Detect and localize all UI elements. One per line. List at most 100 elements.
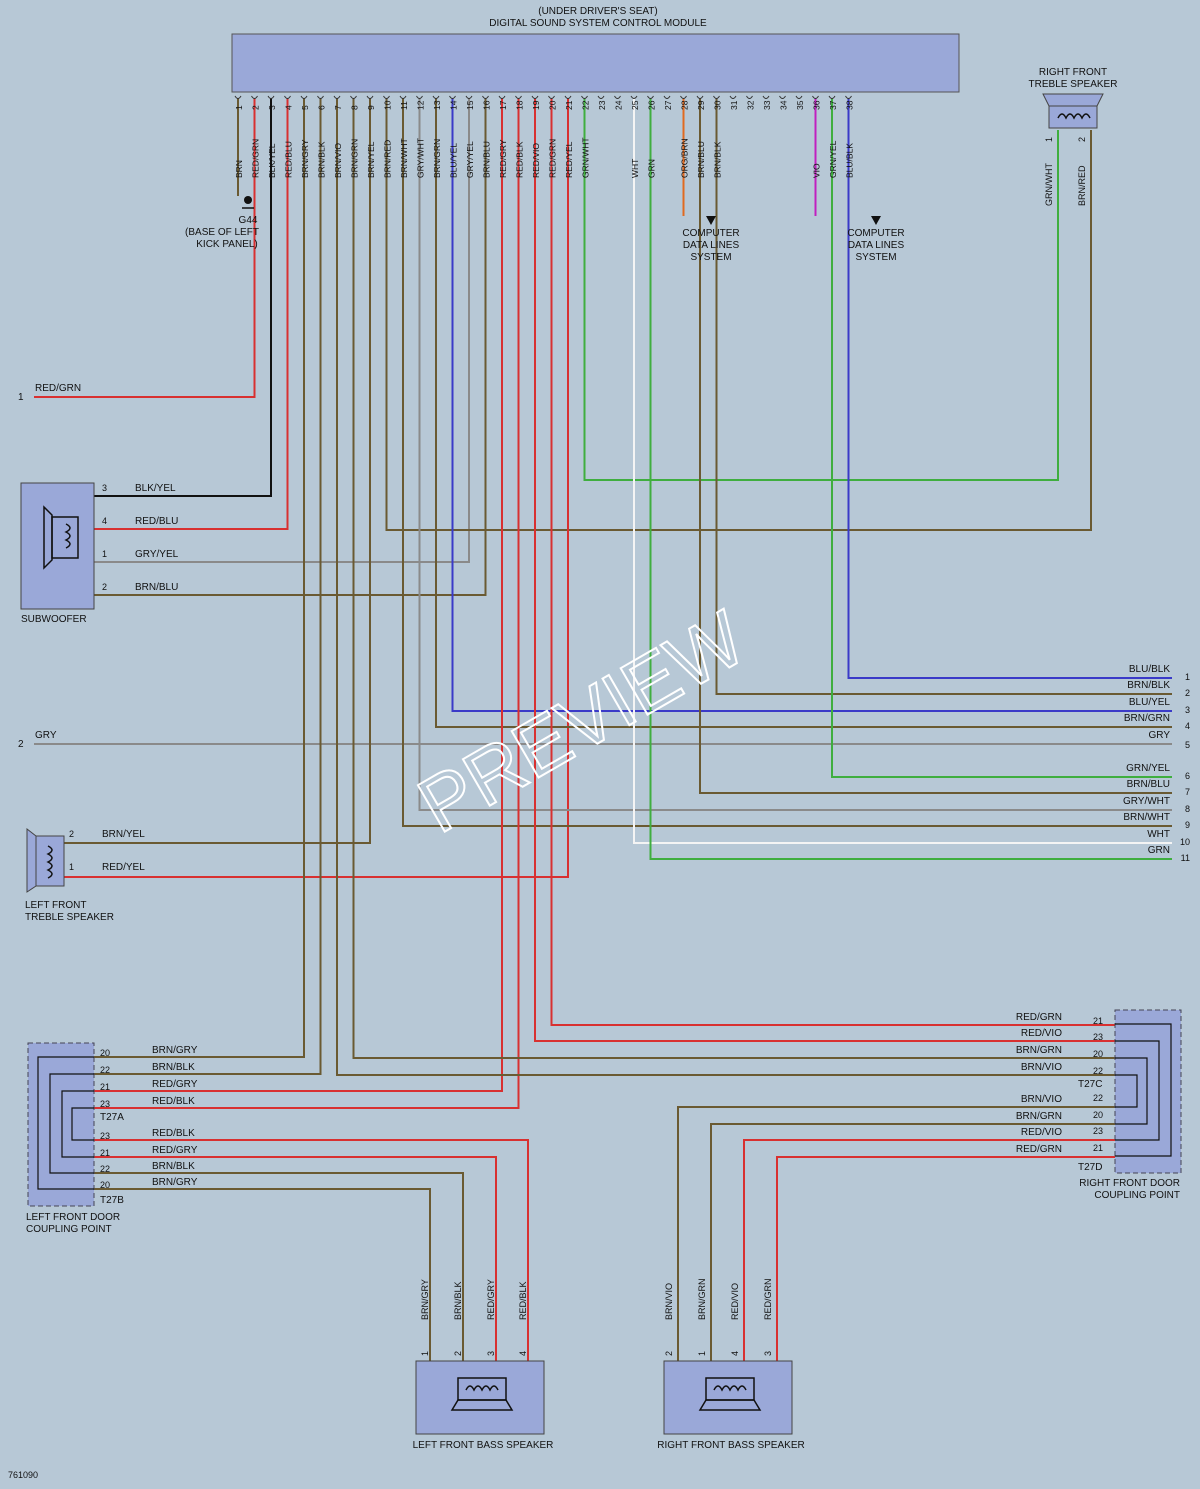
right-treble-wire-2: BRN/RED: [1077, 165, 1087, 206]
left-door-a-pin: 22: [100, 1065, 110, 1075]
module-pin-wire: BRN/BLK: [713, 141, 723, 178]
module-pin-number: 10: [383, 100, 393, 110]
module-pin-number: 32: [746, 100, 756, 110]
pin-terminal-icon: [696, 95, 704, 99]
sub-wire-2: BRN/BLU: [135, 582, 178, 593]
right-conn-pin: 6: [1185, 771, 1190, 781]
right-bass-pin: 3: [763, 1351, 773, 1356]
speaker-coil-icon: [713, 1385, 747, 1392]
wire-to-left-bass: [94, 1172, 464, 1361]
left-door-a-pin: 20: [100, 1048, 110, 1058]
right-conn-wire: GRY: [1149, 730, 1171, 741]
module-pin-wire: RED/GRY: [498, 139, 508, 178]
right-conn-pin: 3: [1185, 705, 1190, 715]
module-pin-number: 33: [762, 100, 772, 110]
right-door-pin-labels: 21RED/GRN23RED/VIO20BRN/GRN22BRN/VIO22BR…: [1016, 1012, 1103, 1155]
data-lines-2b: DATA LINES: [848, 240, 905, 251]
right-conn-pin: 2: [1185, 688, 1190, 698]
arrow-down-icon: [706, 216, 716, 225]
right-conn-wire: BRN/BLK: [1127, 680, 1170, 691]
module-pin-number: 25: [630, 100, 640, 110]
right-bass-wire: RED/GRN: [763, 1278, 773, 1320]
wire-to-right-door: [550, 98, 1115, 1026]
right-conn-wire: WHT: [1147, 829, 1170, 840]
module-pin-wire: BRN/BLK: [317, 141, 327, 178]
arrow-down-icon: [871, 216, 881, 225]
module-pin-number: 22: [581, 100, 591, 110]
left-treble-pin-1: 1: [69, 862, 74, 872]
right-bass-name: RIGHT FRONT BASS SPEAKER: [657, 1440, 804, 1451]
right-door-conn-d: T27D: [1078, 1162, 1102, 1173]
pin-terminal-icon: [300, 95, 308, 99]
module-pin-number: 4: [284, 105, 294, 110]
module-pin-wire: RED/GRN: [251, 139, 261, 178]
wire-to-right-door: [336, 98, 1115, 1076]
wire-to-right-connector: [435, 98, 1172, 728]
pin-terminal-icon: [762, 95, 770, 99]
left-bass-name: LEFT FRONT BASS SPEAKER: [413, 1440, 554, 1451]
module-pin-number: 27: [663, 100, 673, 110]
module-pin-number: 19: [531, 100, 541, 110]
module-pin-number: 30: [713, 100, 723, 110]
wire-brn-yel: [64, 98, 371, 844]
right-door-name-2: COUPLING POINT: [1094, 1190, 1180, 1201]
left-bass-wire: BRN/GRY: [420, 1279, 430, 1320]
left-bass-wire: BRN/BLK: [453, 1281, 463, 1320]
pin-terminal-icon: [779, 95, 786, 99]
module-pin-number: 13: [432, 100, 442, 110]
module-pin-number: 18: [515, 100, 525, 110]
module-pin-number: 28: [680, 100, 690, 110]
speaker-coil-icon: [64, 523, 71, 549]
wire-to-left-door: [94, 98, 305, 1058]
module-pins: 1BRN2RED/GRN3BLK/YEL4RED/BLU5BRN/GRY6BRN…: [234, 95, 855, 178]
left-door-b-pin: 21: [100, 1148, 110, 1158]
wire-to-right-door: [352, 98, 1115, 1059]
ground-id: G44: [239, 215, 258, 226]
right-front-treble-speaker: RIGHT FRONT TREBLE SPEAKER 1 2 GRN/WHT B…: [1029, 67, 1118, 206]
right-door-d-wire: BRN/GRN: [1016, 1111, 1062, 1122]
right-conn-pin: 4: [1185, 721, 1190, 731]
data-lines-2c: SYSTEM: [855, 252, 896, 263]
module-pin-wire: GRN/YEL: [828, 140, 838, 178]
left-treble-name-2: TREBLE SPEAKER: [25, 912, 114, 923]
left-bass-pin: 4: [518, 1351, 528, 1356]
right-door-d-pin: 20: [1093, 1110, 1103, 1120]
right-door-c-pin: 21: [1093, 1016, 1103, 1026]
module-pin-number: 20: [548, 100, 558, 110]
data-lines-ref-1: COMPUTER DATA LINES SYSTEM: [682, 216, 740, 263]
wire-red-grn: [34, 98, 256, 398]
module-pin-wire: RED/GRN: [548, 139, 558, 178]
module-pin-wire: GRY/WHT: [416, 138, 426, 178]
module-pin-number: 8: [350, 105, 360, 110]
right-conn-wire: GRN/YEL: [1126, 763, 1170, 774]
left-front-treble-speaker: 2 BRN/YEL 1 RED/YEL LEFT FRONT TREBLE SP…: [25, 827, 145, 923]
right-conn-wire: GRN: [1148, 845, 1170, 856]
left-bass-wire: RED/GRY: [486, 1279, 496, 1320]
wire-brn-red: [385, 98, 1092, 531]
left-door-b-wire: RED/BLK: [152, 1128, 195, 1139]
wire-to-left-bass: [94, 1139, 529, 1361]
pin-terminal-icon: [465, 95, 473, 99]
right-door-name-1: RIGHT FRONT DOOR: [1079, 1178, 1180, 1189]
bass-pin-labels: BRN/GRY1BRN/BLK2RED/GRY3RED/BLK4BRN/VIO2…: [420, 1278, 773, 1356]
pin-terminal-icon: [251, 95, 258, 99]
left-door-conn-b: T27B: [100, 1195, 124, 1206]
wire-to-right-door: [534, 98, 1115, 1042]
wire-blk-yel: [94, 98, 272, 497]
module-pin-number: 36: [812, 100, 822, 110]
module-pin-number: 23: [597, 100, 607, 110]
sub-pin-1: 1: [102, 549, 107, 559]
left-door-a-wire: RED/BLK: [152, 1096, 195, 1107]
module-pin-wire: BRN/YEL: [366, 141, 376, 178]
module-pin-number: 16: [482, 100, 492, 110]
left-door-b-pin: 23: [100, 1131, 110, 1141]
subwoofer: SUBWOOFER 3 BLK/YEL 4 RED/BLU 1 GRY/YEL …: [20, 482, 179, 625]
wire-to-right-connector: [633, 98, 1172, 844]
pin-terminal-icon: [564, 95, 572, 99]
module-pin-number: 9: [366, 105, 376, 110]
module-pin-number: 7: [333, 105, 343, 110]
module-pin-wire: BRN/GRN: [432, 139, 442, 178]
wire-red-blu: [94, 98, 289, 530]
wire-to-right-connector: [847, 98, 1172, 679]
